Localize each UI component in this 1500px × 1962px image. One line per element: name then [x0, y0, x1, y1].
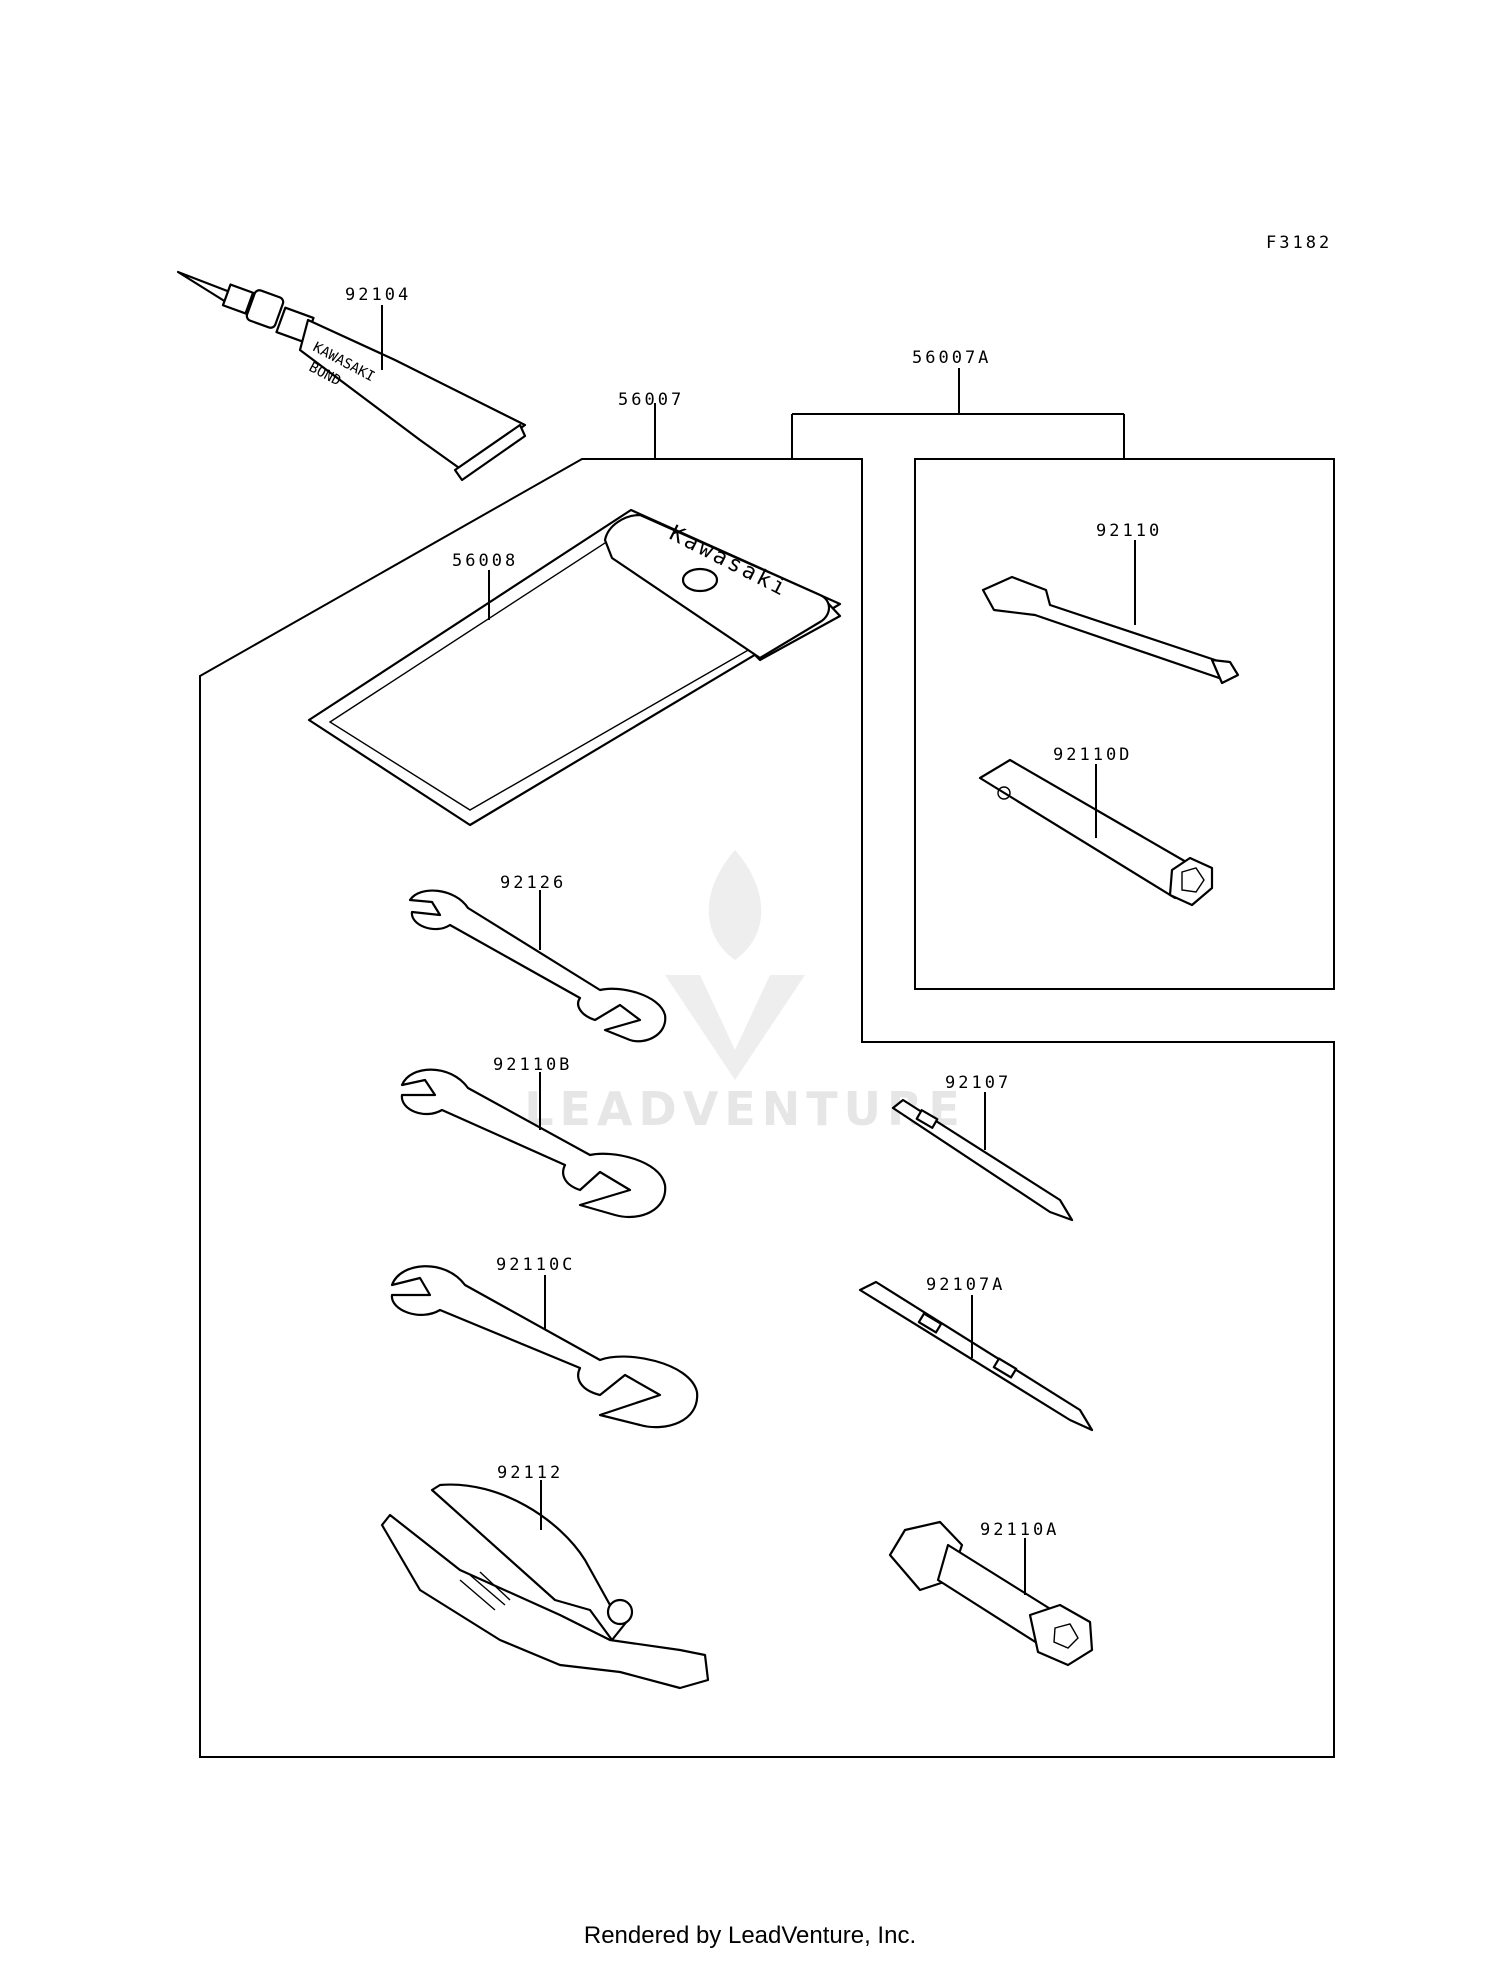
wrench-92126 — [408, 889, 667, 1043]
box-wrench-92110D — [978, 758, 1214, 907]
wrench-92110C — [390, 1265, 699, 1429]
tool-pouch: Kawasaki — [307, 508, 842, 827]
bracket-56007A — [791, 368, 1125, 459]
label-56007: 56007 — [618, 390, 684, 410]
screwdriver-92107A — [858, 1280, 1094, 1432]
label-92104: 92104 — [345, 285, 411, 305]
hex-key — [981, 575, 1240, 685]
screwdriver-92107 — [891, 1098, 1074, 1222]
label-92107: 92107 — [945, 1073, 1011, 1093]
figure-code: F3182 — [1266, 233, 1332, 253]
wrench-92110B — [400, 1068, 667, 1219]
label-92112: 92112 — [497, 1463, 563, 1483]
footer-credit: Rendered by LeadVenture, Inc. — [583, 1922, 917, 1949]
label-92126: 92126 — [500, 873, 566, 893]
label-92110A: 92110A — [980, 1520, 1059, 1540]
label-56008: 56008 — [452, 551, 518, 571]
label-56007A: 56007A — [912, 348, 991, 368]
label-92110B: 92110B — [493, 1055, 572, 1075]
pliers-92112 — [380, 1483, 710, 1690]
label-92110: 92110 — [1096, 521, 1162, 541]
bond-tube: KAWASAKI BOND — [176, 270, 527, 482]
plug-wrench-92110A — [888, 1520, 1094, 1667]
watermark: LEADVENTURE — [524, 850, 966, 1136]
watermark-text: LEADVENTURE — [524, 1082, 966, 1136]
kit-56007-outline — [199, 458, 1335, 1758]
label-92107A: 92107A — [926, 1275, 1005, 1295]
label-92110C: 92110C — [496, 1255, 575, 1275]
label-92110D: 92110D — [1053, 745, 1132, 765]
